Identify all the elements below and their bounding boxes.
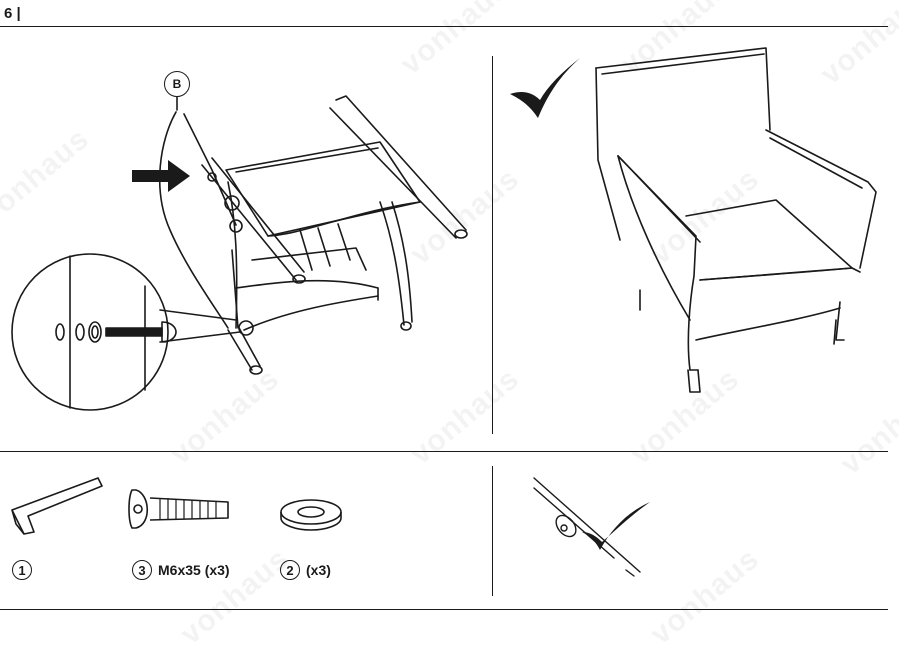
part-number: 3 (132, 560, 152, 580)
assembled-chair-illustration (510, 47, 877, 393)
page-number: 6 | (4, 5, 21, 22)
part-item: 1 (12, 558, 38, 582)
bottom-rule (0, 609, 888, 610)
column-divider (492, 466, 493, 596)
part-label: M6x35 (x3) (158, 562, 230, 578)
washer-icon (280, 499, 342, 531)
part-label: (x3) (306, 562, 331, 578)
top-rule (0, 26, 888, 27)
bolt-icon (128, 489, 229, 529)
part-item: 3 M6x35 (x3) (132, 558, 230, 582)
bolt-flush-detail-illustration (533, 477, 650, 577)
part-number: 2 (280, 560, 300, 580)
part-callout-b: B (164, 71, 190, 97)
middle-rule (0, 451, 888, 452)
checkmark-icon (582, 502, 650, 550)
assembly-step-illustration (11, 95, 468, 411)
column-divider (492, 56, 493, 434)
arrow-right-icon (132, 160, 190, 192)
hex-key-icon (11, 477, 103, 535)
part-item: 2 (x3) (280, 558, 331, 582)
checkmark-icon (510, 58, 580, 118)
part-number: 1 (12, 560, 32, 580)
